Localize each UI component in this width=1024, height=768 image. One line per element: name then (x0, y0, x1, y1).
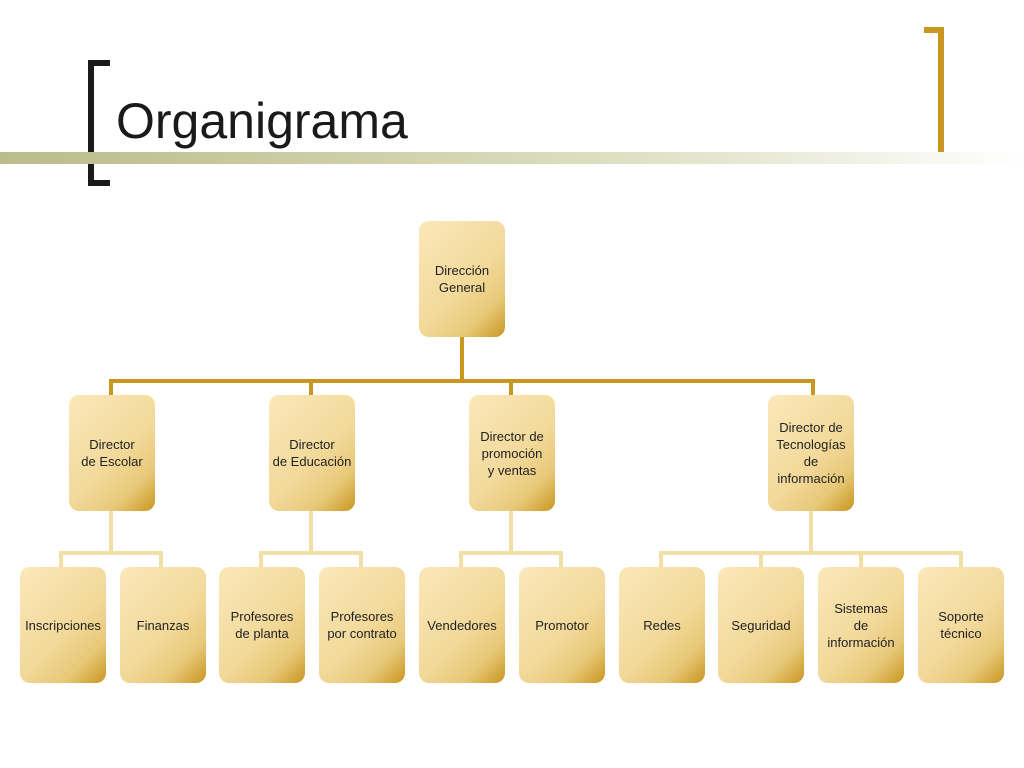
child-connectors (59, 509, 963, 569)
node-label: Promotor (535, 617, 589, 633)
node-label: Soporte técnico (938, 609, 984, 641)
node-label: Profesores de planta (230, 609, 294, 641)
node-label: Inscripciones (25, 617, 101, 633)
node-label: Sistemas de información (827, 600, 895, 650)
node-director-educacion: Director de Educación (269, 395, 355, 511)
node-label: Redes (643, 617, 681, 633)
node-profesores-planta: Profesores de planta (219, 567, 305, 683)
node-redes: Redes (619, 567, 705, 683)
node-label: Director de promoción y ventas (480, 428, 544, 478)
node-direccion-general: Dirección General (419, 221, 505, 337)
node-vendedores: Vendedores (419, 567, 505, 683)
node-profesores-contrato: Profesores por contrato (319, 567, 405, 683)
node-label: Director de Tecnologías de información (776, 420, 846, 486)
node-director-tecnologias: Director de Tecnologías de información (768, 395, 854, 511)
node-director-escolar: Director de Escolar (69, 395, 155, 511)
node-soporte-tecnico: Soporte técnico (918, 567, 1004, 683)
node-label: Vendedores (427, 617, 497, 633)
node-director-promocion-ventas: Director de promoción y ventas (469, 395, 555, 511)
node-finanzas: Finanzas (120, 567, 206, 683)
node-label: Director de Escolar (81, 437, 143, 469)
node-seguridad: Seguridad (718, 567, 804, 683)
node-label: Seguridad (731, 617, 791, 633)
node-sistemas-informacion: Sistemas de información (818, 567, 904, 683)
title-underline-bar (0, 152, 1024, 164)
node-label: Dirección General (434, 263, 490, 295)
title-left-bracket (88, 60, 110, 186)
node-promotor: Promotor (519, 567, 605, 683)
root-connectors (109, 336, 815, 396)
node-label: Profesores por contrato (327, 609, 397, 641)
node-label: Finanzas (136, 617, 190, 633)
node-label: Director de Educación (272, 437, 352, 469)
node-inscripciones: Inscripciones (20, 567, 106, 683)
slide-title: Organigrama (116, 93, 408, 149)
